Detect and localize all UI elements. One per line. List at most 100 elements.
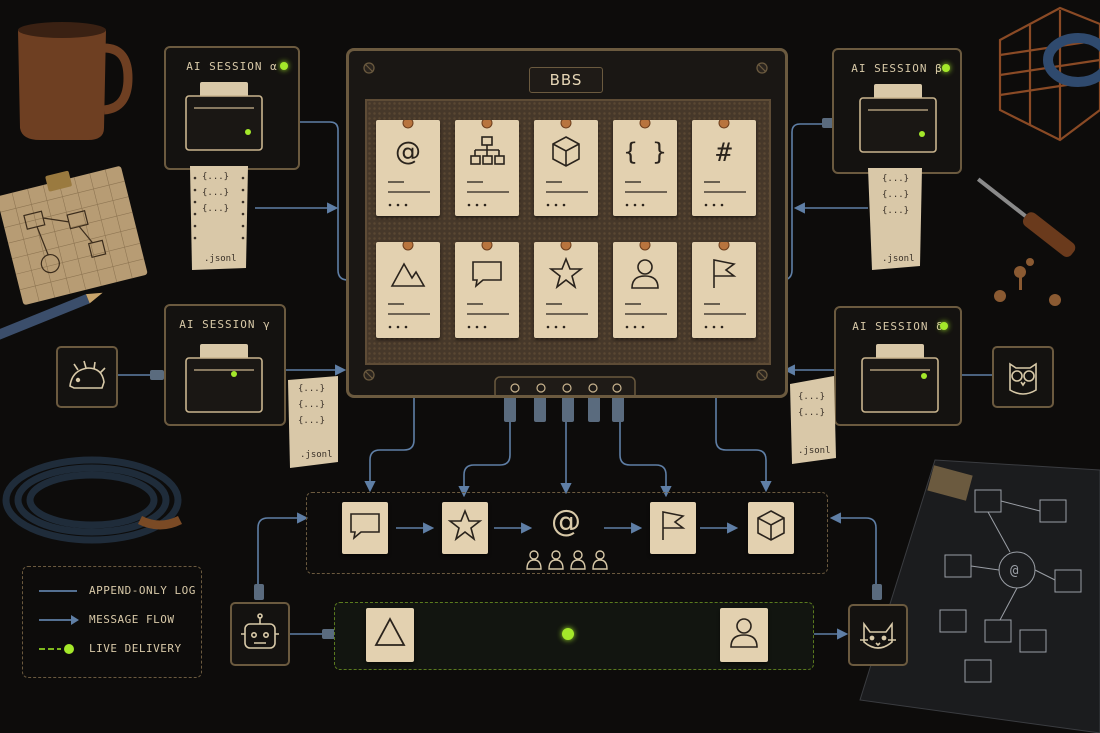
at-icon: @	[395, 137, 421, 167]
live-doc-triangle[interactable]	[366, 608, 414, 662]
person-icon	[551, 550, 561, 560]
board-down-left2	[458, 420, 511, 498]
board-card-star[interactable]	[534, 242, 598, 338]
log-delta-line2: {...}	[798, 408, 826, 418]
board-card-at[interactable]: @	[376, 120, 440, 216]
cat-icon	[860, 621, 896, 649]
person-body	[548, 559, 564, 570]
hash-icon: #	[716, 138, 732, 168]
printer-beta	[859, 84, 937, 153]
session-delta-label: AI SESSION δ	[852, 320, 944, 333]
push-pins-decoration	[994, 258, 1061, 306]
session-gamma-label: AI SESSION γ	[179, 318, 271, 331]
flow-doc-cube[interactable]	[748, 502, 794, 554]
log-strip-gamma	[288, 376, 338, 468]
legend-live-delivery-label: LIVE DELIVERY	[89, 642, 182, 655]
star-icon	[447, 508, 483, 542]
robot-icon	[241, 613, 279, 649]
log-beta-line1: {...}	[882, 174, 910, 184]
coffee-mug-decoration	[18, 22, 133, 140]
wire-basket-decoration	[998, 6, 1100, 142]
cable-coil-decoration	[2, 456, 183, 544]
screwdriver-decoration	[976, 177, 1076, 257]
session-beta[interactable]: AI SESSION β	[832, 48, 962, 174]
owl-agent[interactable]	[992, 346, 1054, 408]
append-only-swatch	[39, 590, 77, 592]
svg-text:#: #	[716, 138, 732, 168]
board-down-right2	[619, 420, 672, 498]
log-strip-alpha	[190, 166, 248, 270]
board-down-right	[715, 396, 772, 493]
log-strip-beta	[868, 168, 922, 270]
svg-text:{ }: { }	[623, 138, 666, 166]
board-card-speech-bubble[interactable]	[455, 242, 519, 338]
cat-feed-line	[829, 512, 877, 600]
live-delivery-signal	[562, 628, 574, 640]
legend-message-flow-label: MESSAGE FLOW	[89, 613, 175, 626]
robot-feed-line	[257, 512, 309, 600]
live-doc-person[interactable]	[720, 608, 768, 662]
cube-icon	[552, 136, 580, 167]
session-beta-label: AI SESSION β	[851, 62, 943, 75]
board-down-left	[364, 396, 415, 493]
message-flow-lane	[306, 492, 828, 574]
bbs-title: BBS	[549, 71, 583, 89]
person-icon	[631, 259, 659, 289]
mountain-icon	[390, 262, 426, 287]
flow-doc-speech-bubble[interactable]	[342, 502, 388, 554]
board-card-mountain[interactable]	[376, 242, 440, 338]
board-card-cube[interactable]	[534, 120, 598, 216]
person-icon	[573, 550, 583, 560]
printer-delta	[861, 344, 939, 413]
log-delta-jsonl: .jsonl	[798, 446, 831, 456]
session-alpha-label: AI SESSION α	[186, 60, 278, 73]
legend-message-flow: MESSAGE FLOW	[37, 610, 207, 630]
board-card-hierarchy[interactable]	[455, 120, 519, 216]
log-alpha-line2: {...}	[202, 188, 230, 198]
session-delta-live-dot	[940, 322, 948, 330]
board-card-person[interactable]	[613, 242, 677, 338]
flag-icon	[662, 511, 686, 540]
triangle-icon	[374, 617, 406, 646]
board-card-braces[interactable]: { }	[613, 120, 677, 216]
hedgehog-icon	[69, 360, 106, 389]
append-line-alpha	[300, 121, 349, 281]
log-beta-line2: {...}	[882, 190, 910, 200]
cat-agent[interactable]	[848, 604, 908, 666]
person-icon	[595, 550, 605, 560]
legend-live-delivery: LIVE DELIVERY	[37, 639, 207, 659]
speech-bubble-icon	[472, 261, 502, 289]
flow-doc-star[interactable]	[442, 502, 488, 554]
hedgehog-agent[interactable]	[56, 346, 118, 408]
session-beta-live-dot	[942, 64, 950, 72]
log-beta-jsonl: .jsonl	[882, 254, 915, 264]
svg-text:@: @	[1010, 563, 1019, 579]
log-alpha-line1: {...}	[202, 172, 230, 182]
legend: APPEND-ONLY LOG MESSAGE FLOW LIVE DELIVE…	[22, 566, 202, 678]
bbs-title-plate: BBS	[529, 67, 603, 93]
board-hardware	[363, 62, 768, 395]
log-gamma-line2: {...}	[298, 400, 326, 410]
legend-append-only-label: APPEND-ONLY LOG	[89, 584, 196, 597]
braces-icon: { }	[623, 138, 666, 166]
log-gamma-line3: {...}	[298, 416, 326, 426]
hierarchy-icon	[470, 136, 505, 165]
session-alpha-live-dot	[280, 62, 288, 70]
board-card-flag[interactable]	[692, 242, 756, 338]
owl-icon	[1009, 362, 1037, 395]
message-flow-swatch	[39, 615, 79, 625]
printer-gamma	[185, 344, 263, 413]
person-icon	[529, 550, 539, 560]
log-beta-line3: {...}	[882, 206, 910, 216]
person-icon	[730, 618, 758, 648]
blueprint-sheet-decoration: @	[859, 459, 1100, 733]
svg-text:@: @	[395, 137, 421, 167]
pencil-decoration	[0, 292, 103, 341]
flow-doc-flag[interactable]	[650, 502, 696, 554]
board-card-hash[interactable]: #	[692, 120, 756, 216]
robot-agent[interactable]	[230, 602, 290, 666]
log-alpha-line3: {...}	[202, 204, 230, 214]
flag-icon	[713, 259, 737, 288]
